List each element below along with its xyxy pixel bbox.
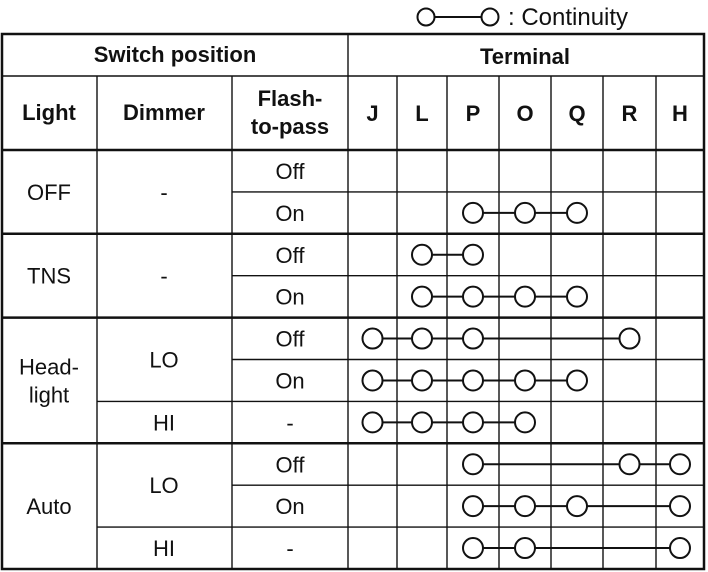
dimmer-label: HI <box>153 536 175 561</box>
flash-column-header-line1: Flash- <box>258 86 323 111</box>
continuity-circle-icon <box>669 453 691 476</box>
flash-label: Off <box>276 452 306 477</box>
continuity-circle-icon <box>462 369 484 392</box>
legend-label: : Continuity <box>508 4 628 31</box>
terminal-label-H: H <box>672 101 688 126</box>
flash-column-header-line2: to-pass <box>251 114 329 139</box>
continuity-circle-icon <box>462 453 484 476</box>
continuity-circle-icon <box>514 411 536 434</box>
continuity-circle-icon <box>411 327 433 350</box>
terminal-label-R: R <box>622 101 638 126</box>
continuity-circle-icon <box>514 201 536 224</box>
flash-label: Off <box>276 243 306 268</box>
continuity-circle-icon <box>361 369 384 392</box>
continuity-circle-icon <box>669 537 691 560</box>
switch-position-header: Switch position <box>94 42 257 67</box>
light-label: light <box>29 382 69 407</box>
legend-circle-icon <box>480 7 500 27</box>
continuity-circle-icon <box>462 327 484 350</box>
flash-label: On <box>275 201 304 226</box>
continuity-circle-icon <box>566 495 588 518</box>
flash-label: On <box>275 368 304 393</box>
continuity-circle-icon <box>411 243 433 266</box>
continuity-circle-icon <box>411 369 433 392</box>
dimmer-label: - <box>160 264 167 289</box>
flash-label: - <box>286 410 293 435</box>
continuity-circle-icon <box>411 285 433 308</box>
dimmer-column-header: Dimmer <box>123 100 205 125</box>
light-label: Head- <box>19 354 79 379</box>
terminal-label-Q: Q <box>568 101 585 126</box>
terminal-label-P: P <box>466 101 481 126</box>
flash-label: On <box>275 494 304 519</box>
continuity-circle-icon <box>566 285 588 308</box>
continuity-circle-icon <box>462 285 484 308</box>
light-label: TNS <box>27 264 71 289</box>
continuity-circle-icon <box>618 453 641 476</box>
table-grid <box>0 32 706 571</box>
continuity-circle-icon <box>462 201 484 224</box>
dimmer-label: HI <box>153 410 175 435</box>
legend: : Continuity <box>416 4 628 31</box>
continuity-circle-icon <box>462 411 484 434</box>
continuity-circle-icon <box>462 243 484 266</box>
flash-label: Off <box>276 159 306 184</box>
continuity-circle-icon <box>462 537 484 560</box>
continuity-circle-icon <box>361 411 384 434</box>
continuity-circle-icon <box>669 495 691 518</box>
terminal-label-J: J <box>366 101 378 126</box>
continuity-circle-icon <box>514 537 536 560</box>
continuity-circle-icon <box>514 495 536 518</box>
terminal-header: Terminal <box>480 44 570 69</box>
light-label: OFF <box>27 180 71 205</box>
continuity-circle-icon <box>566 201 588 224</box>
continuity-circle-icon <box>462 495 484 518</box>
continuity-circle-icon <box>514 369 536 392</box>
light-column-header: Light <box>22 100 76 125</box>
continuity-circle-icon <box>361 327 384 350</box>
light-label: Auto <box>26 494 71 519</box>
dimmer-label: - <box>160 180 167 205</box>
dimmer-label: LO <box>149 348 178 373</box>
dimmer-label: LO <box>149 473 178 498</box>
continuity-circle-icon <box>566 369 588 392</box>
flash-label: On <box>275 285 304 310</box>
continuity-circle-icon <box>514 285 536 308</box>
flash-label: - <box>286 536 293 561</box>
continuity-circle-icon <box>411 411 433 434</box>
terminal-label-L: L <box>415 101 428 126</box>
terminal-label-O: O <box>516 101 533 126</box>
table-border <box>0 32 706 571</box>
legend-circle-icon <box>416 7 436 27</box>
continuity-circle-icon <box>618 327 641 350</box>
flash-label: Off <box>276 327 306 352</box>
